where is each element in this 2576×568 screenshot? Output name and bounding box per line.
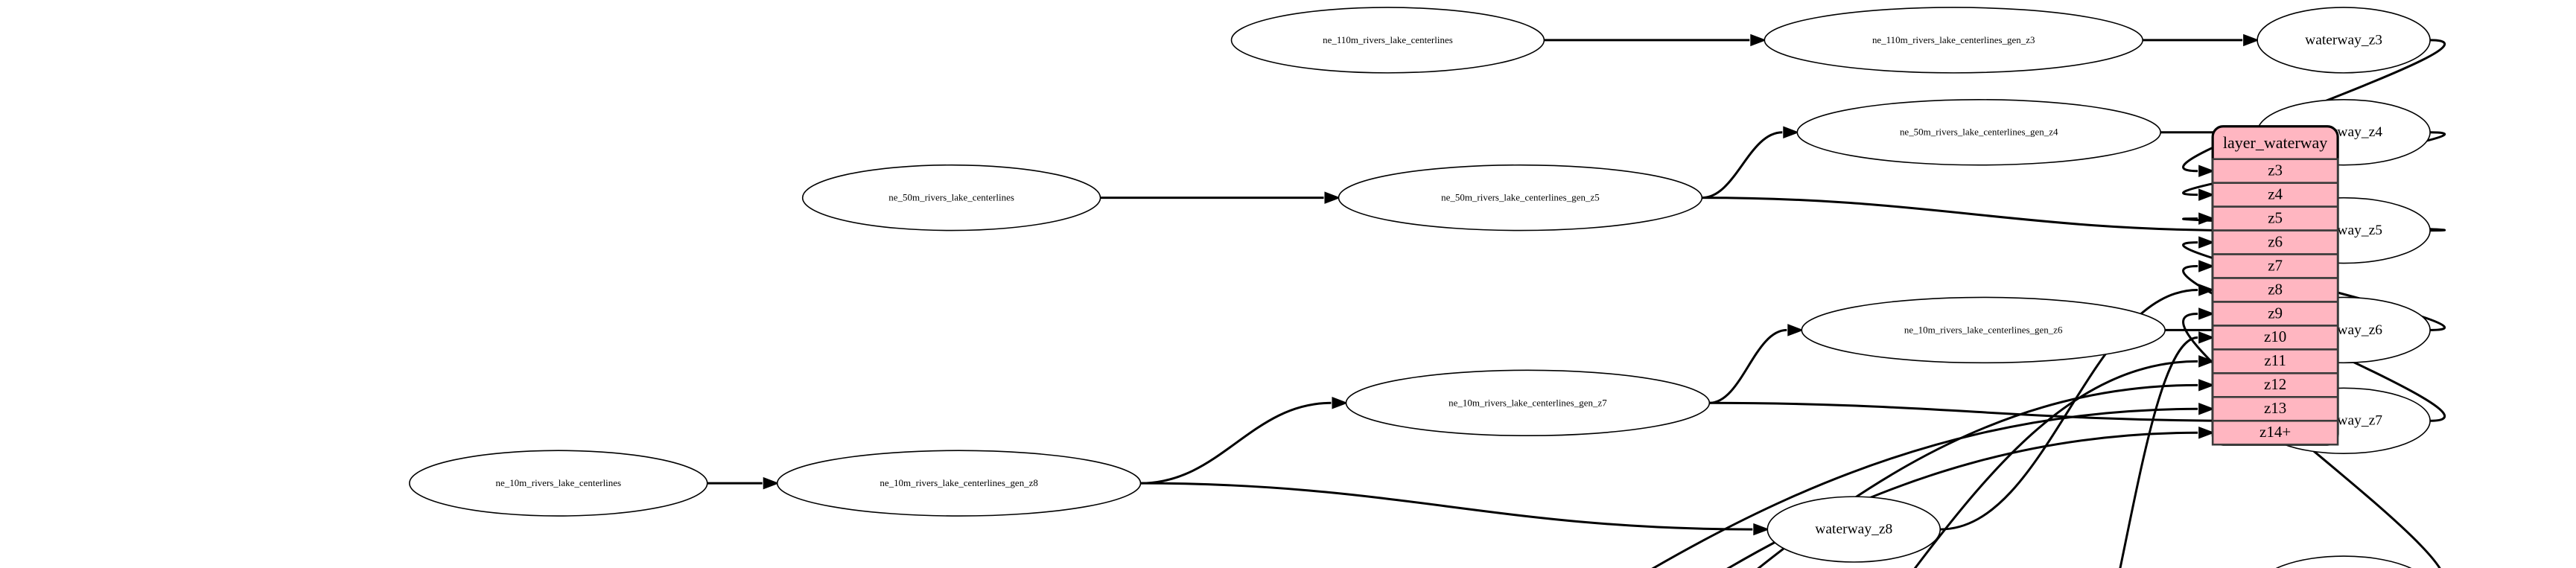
edge-waterway_z13-to-layer_waterway_z13 (1651, 407, 2198, 568)
edge-waterway_z11-to-layer_waterway_z11 (1913, 360, 2198, 568)
edge-ne_10m_rivers_lake_centerlines_gen_z7-to-waterway_z7 (1709, 401, 2243, 422)
edge-arrowhead (2198, 188, 2215, 201)
layer-waterway-row-label-z11: z11 (2264, 351, 2286, 369)
layer-waterway-row-label-z7: z7 (2268, 256, 2283, 274)
edge-arrowhead (1787, 324, 1804, 336)
edge-arrowhead (2198, 236, 2215, 249)
layer-waterway-row-z14+[interactable] (2211, 419, 2339, 446)
layer-waterway-table: layer_waterway z3 z4 z5 z6 z7 z8 z9 z10 z11 z12 z13… (2211, 125, 2339, 446)
edge-arrowhead (2198, 331, 2215, 344)
node-ne_50m_rivers_lake_centerlines_gen_z5[interactable]: ne_50m_rivers_lake_centerlines_gen_z5 (1338, 165, 1702, 231)
edges-layer (707, 33, 2446, 568)
node-shape-ne_10m_rivers_lake_centerlines_gen_z7[interactable] (1346, 370, 1709, 435)
layer-waterway-row-label-z12: z12 (2264, 375, 2286, 393)
edge-arrowhead (2198, 260, 2215, 272)
edge-arrowhead (1750, 33, 1767, 47)
layer-waterway-row-label-z13: z13 (2264, 399, 2286, 417)
node-shape-ne_10m_rivers_lake_centerlines[interactable] (410, 450, 707, 516)
edge-arrowhead (1753, 523, 1770, 536)
edge-arrowhead (1324, 191, 1341, 204)
layer-waterway-row-label-z14+: z14+ (2259, 423, 2291, 441)
node-shape-ne_10m_rivers_lake_centerlines_gen_z6[interactable] (1801, 297, 2165, 363)
layer-waterway-row-z12[interactable] (2211, 372, 2339, 398)
node-ne_10m_rivers_lake_centerlines_gen_z7[interactable]: ne_10m_rivers_lake_centerlines_gen_z7 (1346, 370, 1709, 435)
node-shape-ne_50m_rivers_lake_centerlines_gen_z4[interactable] (1797, 100, 2160, 165)
edge-arrowhead (2198, 427, 2215, 439)
layer-waterway-row-z11[interactable] (2211, 348, 2339, 374)
node-waterway_z8[interactable]: waterway_z8 (1767, 497, 1940, 562)
layer-waterway-row-z10[interactable] (2211, 325, 2339, 351)
layer-waterway-row-z9[interactable] (2211, 301, 2339, 327)
node-shape-ne_50m_rivers_lake_centerlines_gen_z5[interactable] (1338, 165, 1702, 231)
node-shape-ne_50m_rivers_lake_centerlines[interactable] (803, 165, 1101, 231)
node-ne_10m_rivers_lake_centerlines_gen_z8[interactable]: ne_10m_rivers_lake_centerlines_gen_z8 (777, 450, 1141, 516)
node-shape-waterway_z3[interactable] (2257, 7, 2430, 73)
edge-arrowhead (2198, 307, 2215, 320)
layer-waterway-title: layer_waterway (2223, 133, 2327, 152)
layer-waterway-row-z8[interactable] (2211, 277, 2339, 303)
layer-waterway-row-label-z4: z4 (2268, 185, 2283, 202)
edge-ne_10m_rivers_lake_centerlines_gen_z7-to-ne_10m_rivers_lake_centerlines_gen_z6 (1709, 328, 1787, 404)
edge-ne_10m_rivers_lake_centerlines_gen_z8-to-ne_10m_rivers_lake_centerlines_gen_z7 (1140, 401, 1332, 485)
node-shape-waterway_z8[interactable] (1767, 497, 1940, 562)
edge-arrowhead (1332, 397, 1349, 409)
node-ne_50m_rivers_lake_centerlines_gen_z4[interactable]: ne_50m_rivers_lake_centerlines_gen_z4 (1797, 100, 2160, 165)
node-ne_10m_rivers_lake_centerlines[interactable]: ne_10m_rivers_lake_centerlines (410, 450, 707, 516)
edge-waterway_z14-to-layer_waterway_z14+ (1726, 431, 2198, 568)
edge-waterway_z12-to-layer_waterway_z12 (1757, 383, 2198, 568)
layer-waterway-row-label-z3: z3 (2268, 162, 2283, 179)
edge-ne_50m_rivers_lake_centerlines_gen_z5-to-waterway_z5 (1702, 197, 2243, 232)
node-shape-ne_110m_rivers_lake_centerlines[interactable] (1232, 7, 1545, 73)
node-ne_110m_rivers_lake_centerlines_gen_z3[interactable]: ne_110m_rivers_lake_centerlines_gen_z3 (1764, 7, 2143, 73)
edge-arrowhead (2243, 33, 2259, 47)
layer-waterway-row-label-z5: z5 (2268, 208, 2283, 226)
node-ne_110m_rivers_lake_centerlines[interactable]: ne_110m_rivers_lake_centerlines (1232, 7, 1545, 73)
edge-waterway_z10-to-layer_waterway_z10 (2119, 336, 2198, 568)
edge-arrowhead (2198, 212, 2215, 225)
edge-ne_10m_rivers_lake_centerlines_gen_z8-to-waterway_z8 (1140, 482, 1753, 531)
edge-arrowhead (2198, 165, 2215, 177)
edge-arrowhead (763, 476, 780, 490)
node-ne_50m_rivers_lake_centerlines[interactable]: ne_50m_rivers_lake_centerlines (803, 165, 1101, 231)
edge-arrowhead (2198, 284, 2215, 296)
node-shape-ne_10m_rivers_lake_centerlines_gen_z8[interactable] (777, 450, 1141, 516)
edge-arrowhead (2198, 355, 2215, 368)
node-waterway_z9[interactable]: waterway_z9 (2257, 556, 2430, 568)
edge-arrowhead (2198, 379, 2215, 392)
node-shape-ne_110m_rivers_lake_centerlines_gen_z3[interactable] (1764, 7, 2143, 73)
edge-arrowhead (2198, 403, 2215, 415)
edge-waterway_z8-to-layer_waterway_z8 (1940, 288, 2198, 531)
node-ne_10m_rivers_lake_centerlines_gen_z6[interactable]: ne_10m_rivers_lake_centerlines_gen_z6 (1801, 297, 2165, 363)
layer-waterway-row-label-z9: z9 (2268, 304, 2283, 322)
edge-arrowhead (1783, 126, 1800, 139)
layer-waterway-row-label-z6: z6 (2268, 232, 2283, 250)
layer-waterway-row-label-z8: z8 (2268, 280, 2283, 298)
edge-ne_50m_rivers_lake_centerlines_gen_z5-to-ne_50m_rivers_lake_centerlines_gen_z4 (1702, 131, 1783, 200)
node-waterway_z3[interactable]: waterway_z3 (2257, 7, 2430, 73)
layer-waterway-row-z4[interactable] (2211, 182, 2339, 208)
layer-waterway-row-label-z10: z10 (2264, 328, 2286, 345)
layer-waterway-row-z13[interactable] (2211, 396, 2339, 422)
node-shape-waterway_z9[interactable] (2257, 556, 2430, 568)
